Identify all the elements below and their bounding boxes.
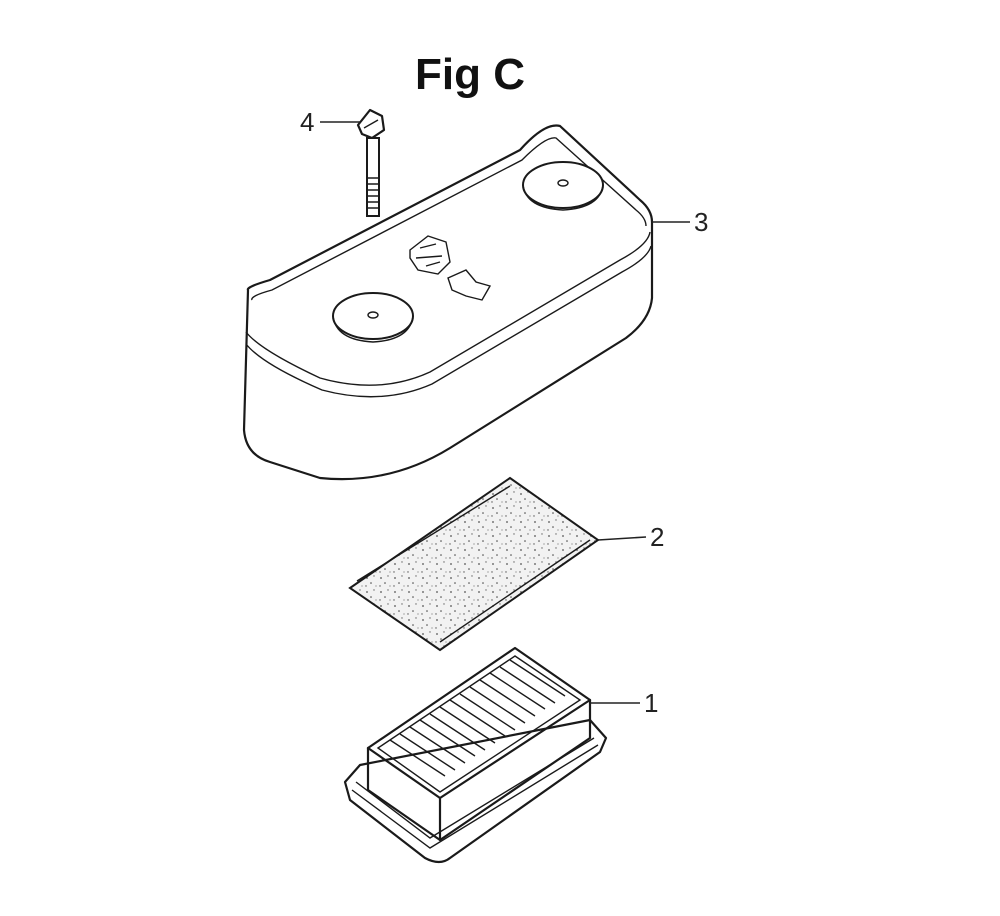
wing-bolt-icon [356, 108, 386, 217]
callout-4: 4 [300, 107, 314, 137]
air-filter-element-icon [343, 646, 608, 864]
figure-title: Fig C [415, 50, 525, 99]
foam-pre-filter-icon [348, 476, 600, 652]
air-cleaner-cover-icon [242, 124, 654, 481]
leader-line-2 [597, 536, 647, 541]
callout-2: 2 [650, 522, 664, 552]
callout-1: 1 [644, 688, 658, 718]
callout-3: 3 [694, 207, 708, 237]
